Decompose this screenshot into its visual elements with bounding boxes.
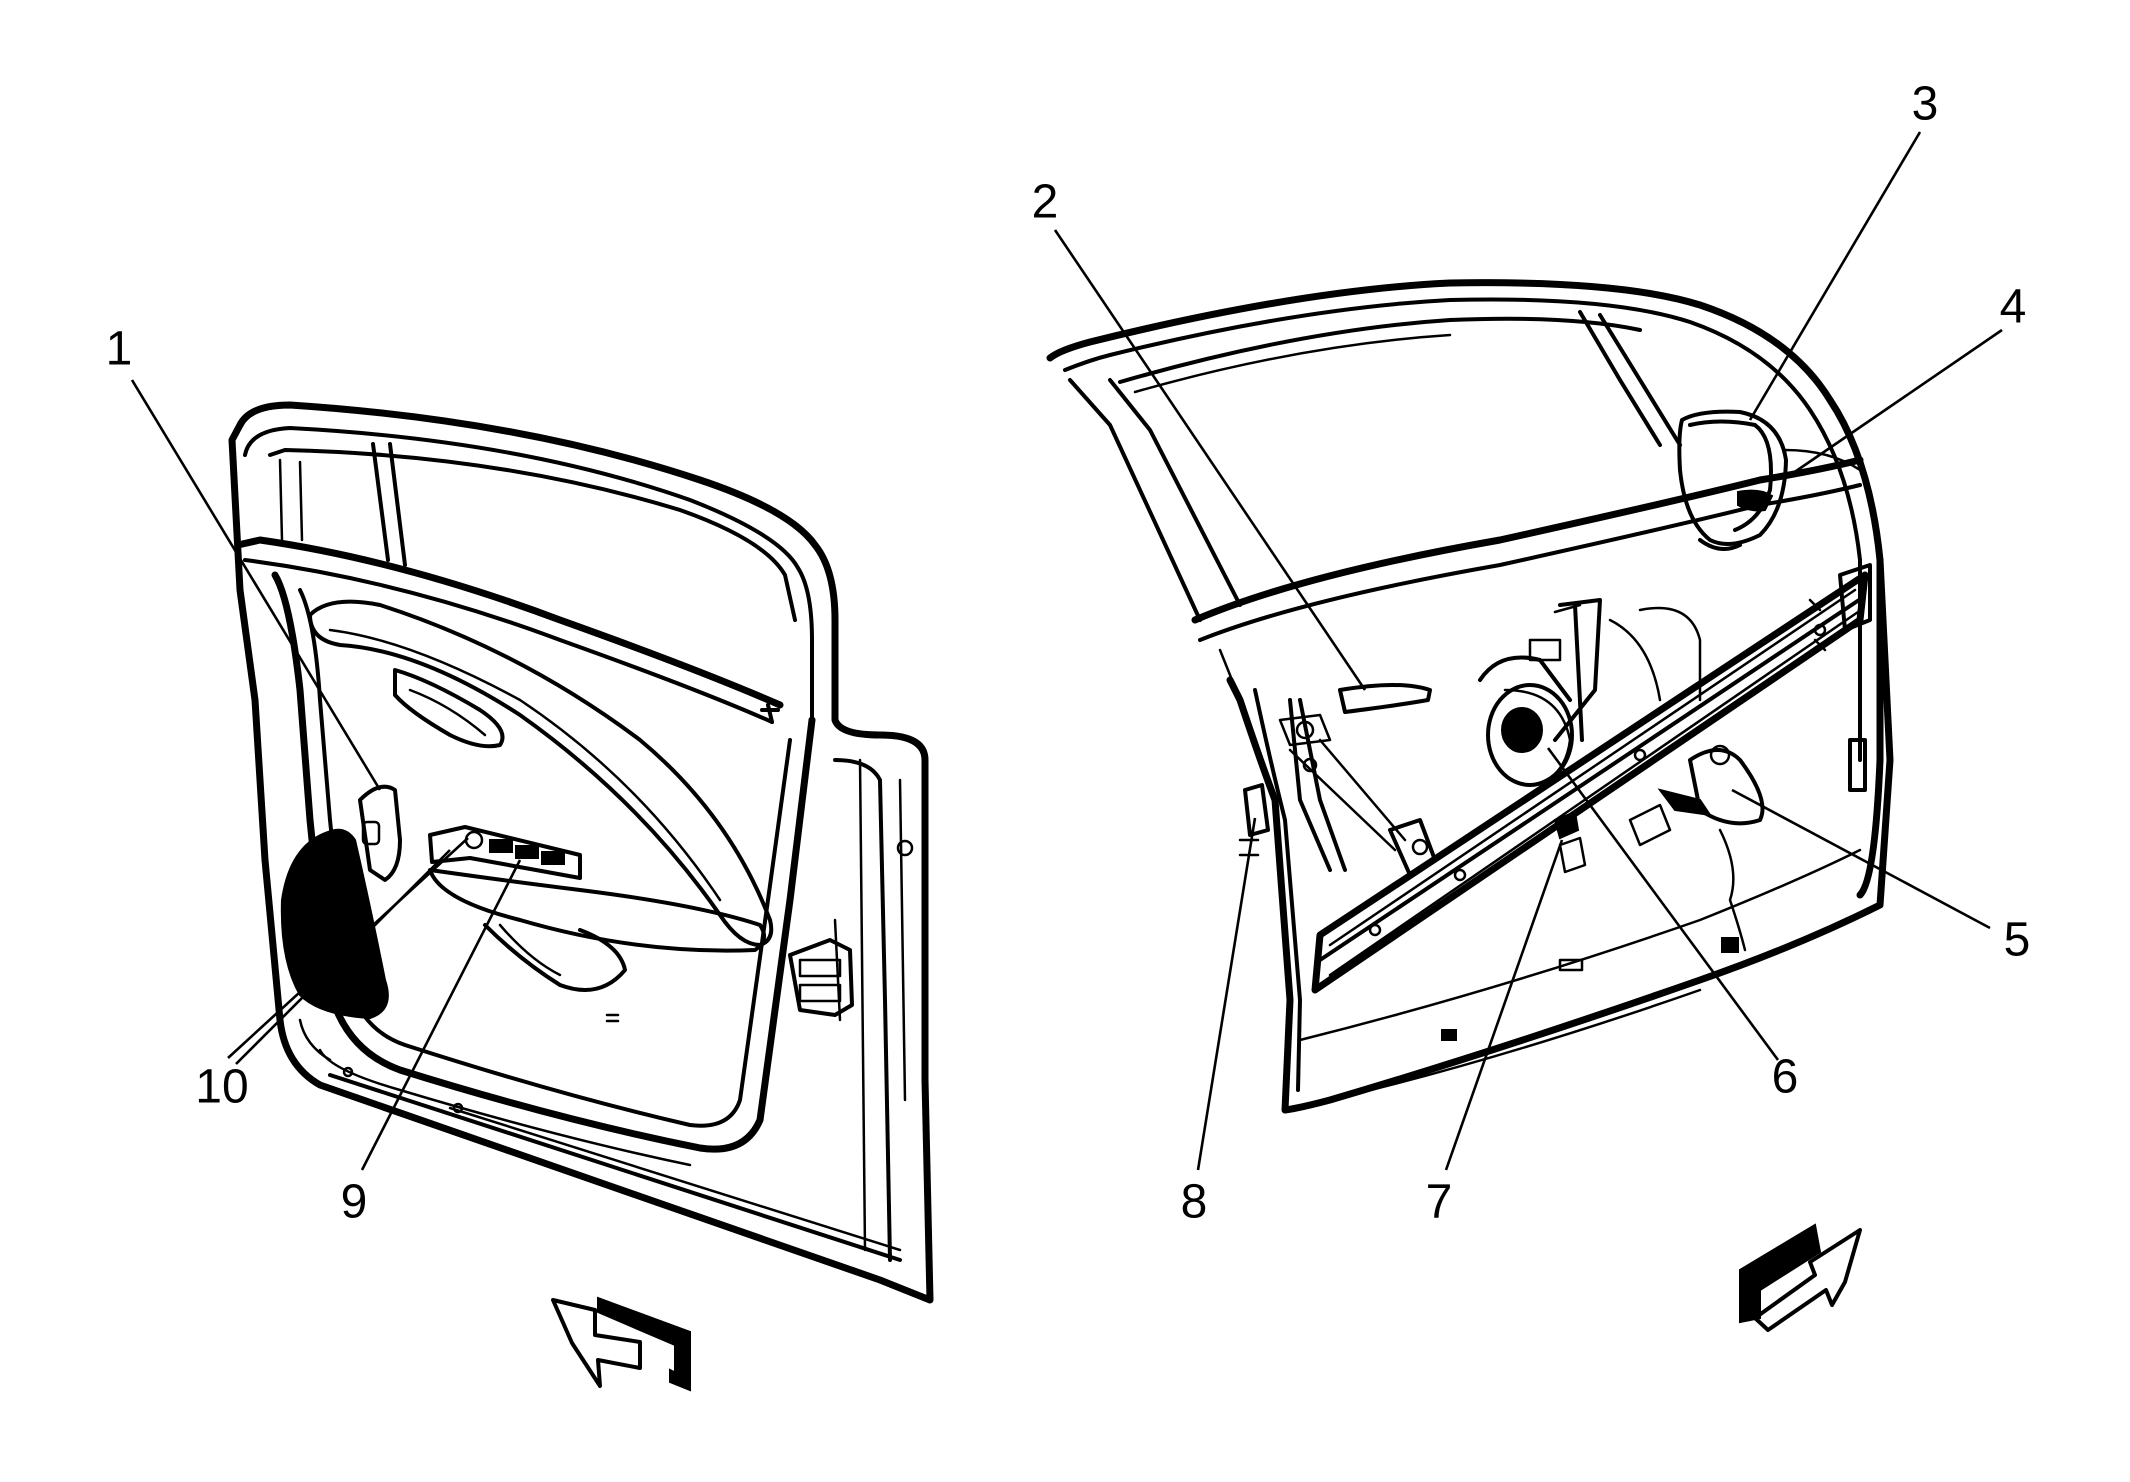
callout-5: 5 xyxy=(2004,914,2031,967)
callout-3: 3 xyxy=(1912,78,1939,131)
leader-1 xyxy=(130,379,382,791)
door-hardware-view xyxy=(1046,279,1894,1114)
callout-4: 4 xyxy=(2000,281,2027,334)
callout-9: 9 xyxy=(341,1176,368,1229)
leader-10b xyxy=(235,849,451,1065)
leader-8 xyxy=(1196,817,1257,1171)
direction-arrow-icon xyxy=(1739,1223,1862,1332)
leader-5 xyxy=(1731,788,1991,930)
callout-8: 8 xyxy=(1181,1176,1208,1229)
callout-10: 10 xyxy=(195,1061,248,1114)
leader-6 xyxy=(1546,747,1780,1061)
callout-6: 6 xyxy=(1772,1051,1799,1104)
callout-7: 7 xyxy=(1426,1176,1453,1229)
leader-7 xyxy=(1444,839,1564,1171)
callout-1: 1 xyxy=(106,323,133,376)
leader-lines xyxy=(130,131,2003,1171)
leader-4 xyxy=(1782,328,2003,482)
callout-labels: 1 2 3 4 5 6 7 8 9 10 xyxy=(106,78,2031,1229)
direction-arrow-icon xyxy=(551,1296,691,1392)
leader-10a xyxy=(227,837,469,1059)
callout-2: 2 xyxy=(1032,176,1059,229)
door-interior-view xyxy=(228,401,934,1304)
leader-2 xyxy=(1053,229,1367,691)
leader-9 xyxy=(360,859,522,1171)
leader-3 xyxy=(1748,131,1922,421)
